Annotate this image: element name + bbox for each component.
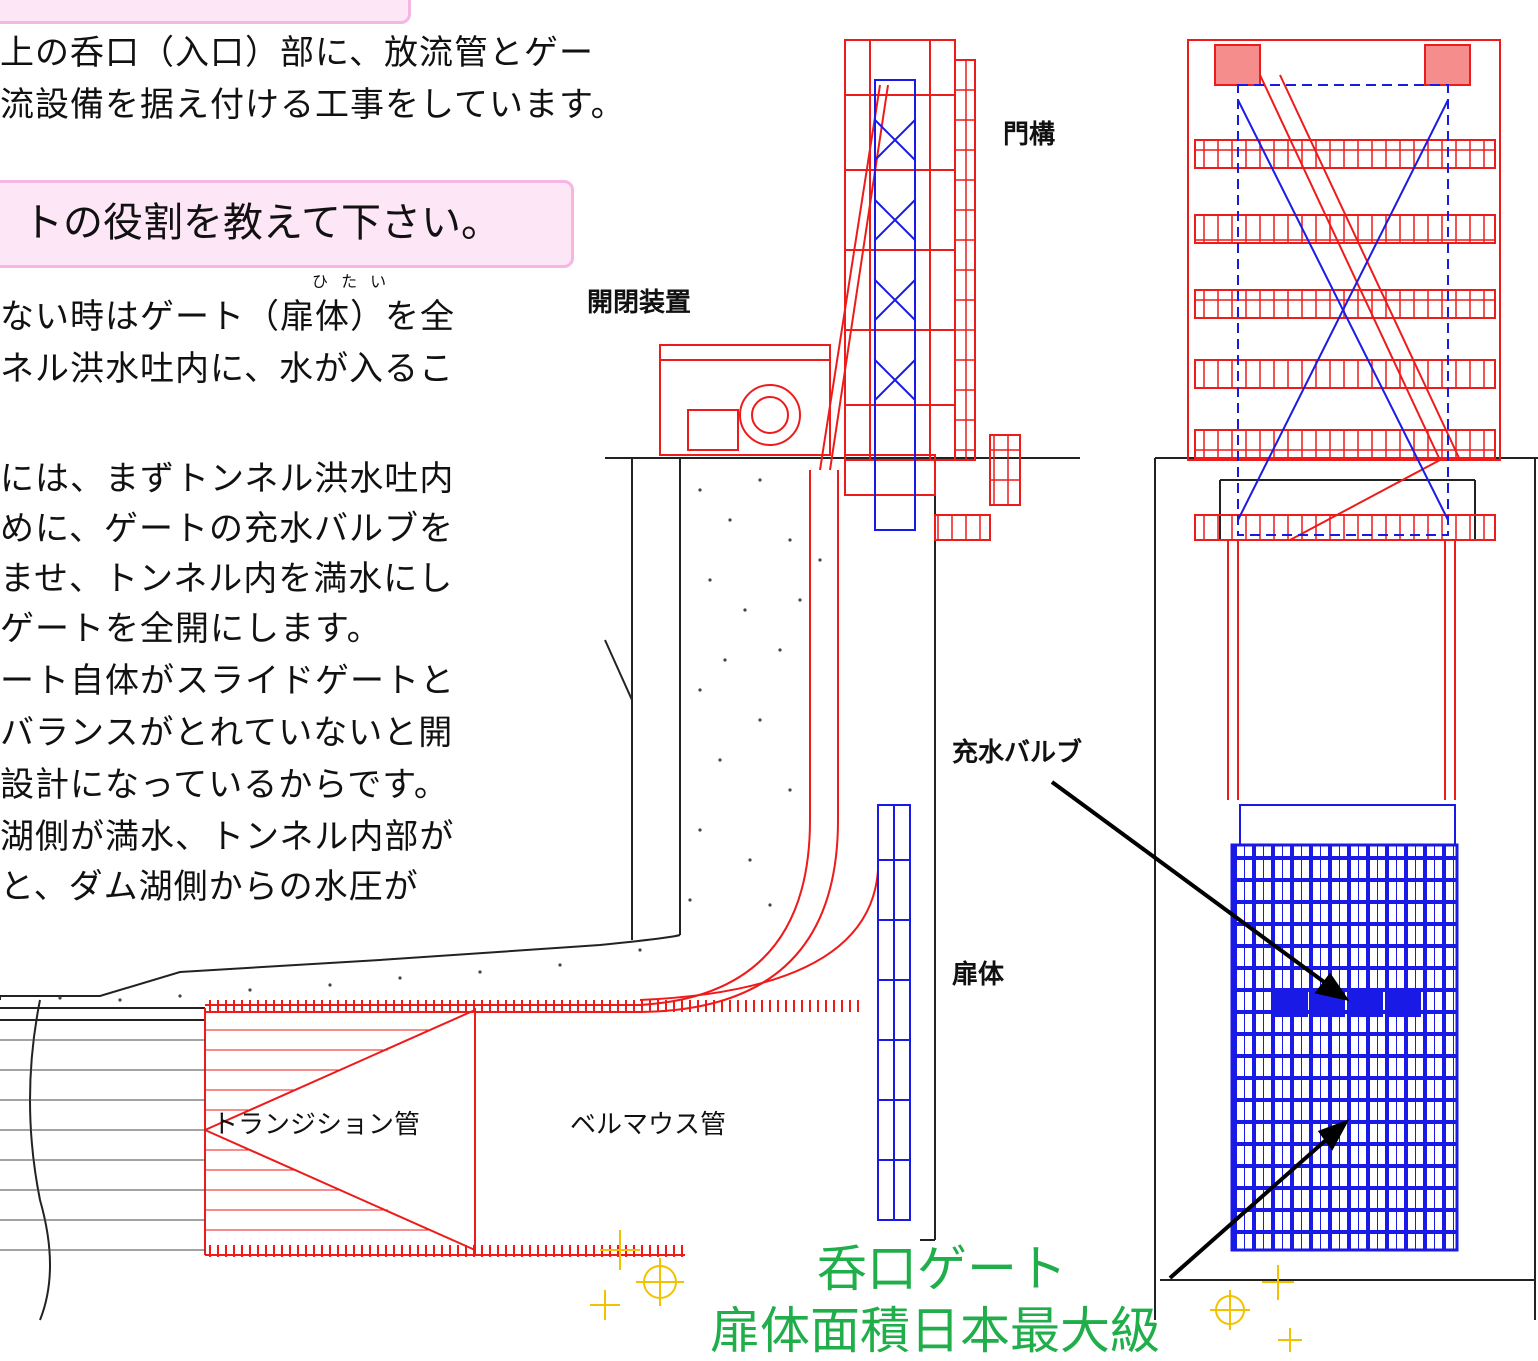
concrete-fill bbox=[58, 478, 822, 1002]
question-box: トの役割を教えて下さい。 bbox=[0, 180, 574, 268]
caption-line-1: 呑口ゲート bbox=[817, 1240, 1067, 1298]
bellmouth-pipe-drawing bbox=[204, 470, 879, 1257]
body-line-7: ート自体がスライドゲートと bbox=[0, 661, 455, 701]
question-text: トの役割を教えて下さい。 bbox=[23, 200, 501, 246]
body-line-10: 湖側が満水、トンネル内部が bbox=[0, 817, 455, 857]
ruby-text: ひ た い bbox=[312, 272, 391, 291]
label-gate-structure: 門構 bbox=[1003, 120, 1056, 150]
body-line-8: バランスがとれていないと開 bbox=[0, 713, 454, 753]
tunnel-lines bbox=[0, 1039, 205, 1251]
caption-line-2: 扉体面積日本最大級 bbox=[710, 1302, 1160, 1360]
side-gate-leaf bbox=[874, 79, 916, 1221]
body-line-3: には、まずトンネル洪水吐内 bbox=[0, 459, 455, 499]
intro-line-1: 上の呑口（入口）部に、放流管とゲー bbox=[0, 33, 594, 73]
sparkle-icons bbox=[590, 1230, 1302, 1352]
label-bellmouth-pipe: ベルマウス管 bbox=[570, 1110, 727, 1140]
side-tower-drawing bbox=[659, 39, 1021, 541]
body-line-6: ゲートを全開にします。 bbox=[0, 609, 382, 649]
body-line-9: 設計になっているからです。 bbox=[0, 765, 449, 805]
body-line-5: ませ、トンネル内を満水にし bbox=[0, 559, 454, 599]
label-fill-valve: 充水バルブ bbox=[952, 738, 1083, 768]
arrows bbox=[1050, 780, 1350, 1280]
body-line-11: と、ダム湖側からの水圧が bbox=[0, 867, 419, 907]
label-transition-pipe: トランジション管 bbox=[212, 1110, 421, 1140]
header-box-top bbox=[0, 0, 411, 24]
front-gate-leaf bbox=[1230, 84, 1459, 1252]
intro-line-2: 流設備を据え付ける工事をしています。 bbox=[0, 85, 626, 125]
body-line-2: ネル洪水吐内に、水が入るこ bbox=[0, 349, 454, 389]
body-line-1: ない時はゲート（扉体）を全 bbox=[0, 297, 455, 337]
body-line-4: めに、ゲートの充水バルブを bbox=[0, 509, 454, 549]
label-leaf: 扉体 bbox=[952, 960, 1005, 990]
front-tower-drawing bbox=[1187, 39, 1501, 800]
label-hoist: 開閉装置 bbox=[587, 288, 692, 318]
